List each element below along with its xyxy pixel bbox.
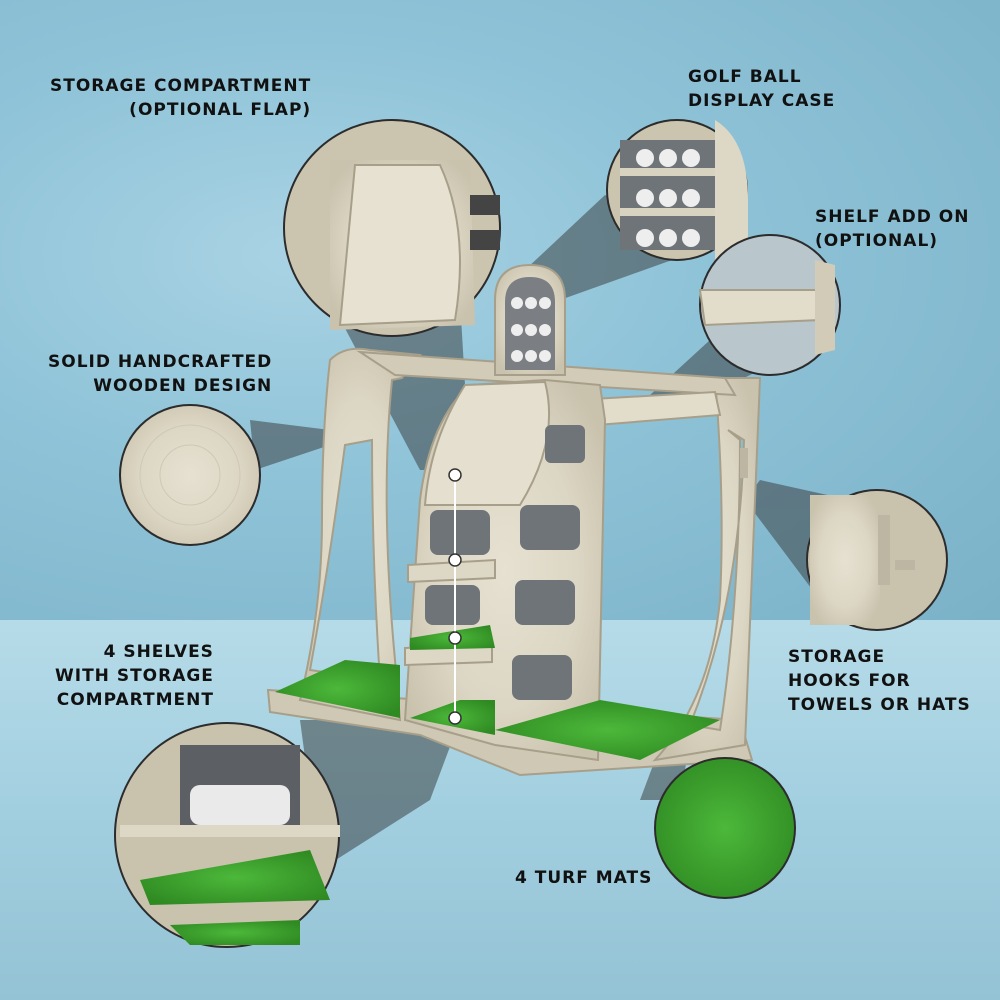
tower-window-5 <box>430 510 490 555</box>
shadow-cone-display <box>525 195 700 300</box>
shelf-1 <box>407 558 496 584</box>
label-golf-ball-display: GOLF BALL DISPLAY CASE <box>688 67 836 111</box>
label-storage-compartment: STORAGE COMPARTMENT (OPTIONAL FLAP) <box>50 76 312 120</box>
zoom-circle-shelves <box>114 722 340 948</box>
tower-windows <box>425 425 585 700</box>
shelf-indicator <box>448 468 462 725</box>
golf-stand <box>266 263 762 777</box>
zoom-circle-turf <box>654 757 796 899</box>
shadow-cone-wood <box>250 420 330 470</box>
label-storage-hooks: STORAGE HOOKS FOR TOWELS OR HATS <box>788 647 971 715</box>
right-side-panel <box>652 377 762 762</box>
tower-window-2 <box>520 505 580 550</box>
zoom-circle-wood <box>119 404 261 546</box>
label-turf-mats: 4 TURF MATS <box>515 868 653 888</box>
tower-window-1 <box>545 425 585 463</box>
label-four-shelves: 4 SHELVES WITH STORAGE COMPARTMENT <box>55 642 214 710</box>
turf-mat-left <box>275 660 400 718</box>
tower-window-4 <box>512 655 572 700</box>
zoom-circle-display <box>606 119 748 261</box>
zoom-circle-storage <box>283 119 501 337</box>
zoom-circle-hooks <box>806 489 948 631</box>
tower-window-3 <box>515 580 575 625</box>
towel-hook <box>740 448 748 478</box>
tower-window-6 <box>425 585 480 625</box>
zoom-circle-shelf <box>698 234 841 376</box>
label-solid-wood: SOLID HANDCRAFTED WOODEN DESIGN <box>48 352 273 396</box>
tower-shelves <box>404 558 496 667</box>
display-balls <box>511 297 551 362</box>
shadow-cone-storage <box>330 300 470 470</box>
turf-mat-right <box>495 700 720 760</box>
label-shelf-add-on: SHELF ADD ON (OPTIONAL) <box>815 207 970 251</box>
